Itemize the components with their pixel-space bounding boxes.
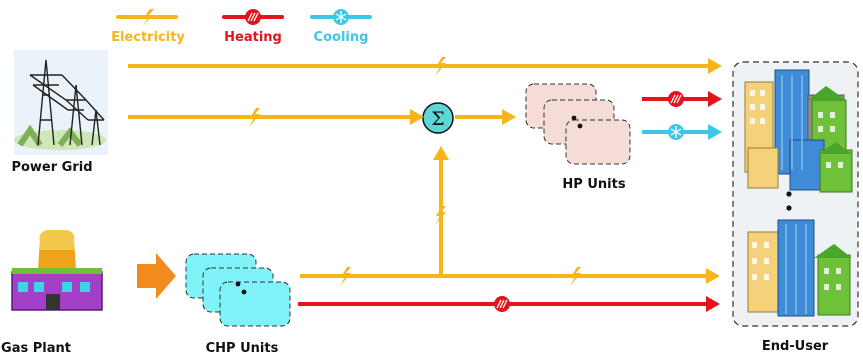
hp-units-label: HP Units bbox=[562, 177, 625, 192]
legend bbox=[116, 9, 372, 26]
chp-heating-flow bbox=[298, 296, 720, 312]
gas-plant-icon bbox=[11, 230, 103, 311]
electricity-flows bbox=[128, 64, 712, 278]
lightning-bolt-icon bbox=[570, 267, 581, 286]
legend-cooling-line bbox=[310, 9, 372, 25]
building-cluster-top bbox=[744, 69, 853, 193]
electricity-bolt-markers bbox=[249, 57, 581, 286]
legend-electricity-line bbox=[116, 9, 178, 26]
lightning-bolt-icon bbox=[143, 9, 154, 26]
lightning-bolt-icon bbox=[435, 57, 446, 76]
electricity-arrowheads bbox=[410, 58, 722, 284]
power-grid-label: Power Grid bbox=[11, 160, 92, 175]
gas-plant-label: Gas Plant bbox=[1, 341, 71, 356]
legend-heating-label: Heating bbox=[224, 30, 282, 45]
sum-symbol: Σ bbox=[431, 108, 444, 130]
hp-heating-flow bbox=[642, 91, 722, 107]
lightning-bolt-icon bbox=[340, 267, 351, 286]
hp-cooling-flow bbox=[642, 124, 722, 140]
building-cluster-bottom bbox=[747, 219, 852, 317]
lightning-bolt-icon bbox=[249, 108, 260, 127]
end-user-label: End-User bbox=[762, 339, 829, 354]
summation-node: Σ bbox=[422, 102, 454, 134]
legend-electricity-label: Electricity bbox=[111, 30, 185, 45]
legend-cooling-label: Cooling bbox=[314, 30, 369, 45]
power-grid-icon bbox=[14, 50, 108, 155]
gas-to-chp-arrow bbox=[137, 253, 176, 299]
chp-units bbox=[185, 253, 291, 327]
chp-units-label: CHP Units bbox=[206, 341, 279, 356]
lightning-bolt-icon bbox=[435, 206, 446, 225]
legend-heating-line bbox=[222, 9, 284, 25]
end-user-panel bbox=[732, 61, 859, 327]
hp-units bbox=[525, 83, 631, 165]
